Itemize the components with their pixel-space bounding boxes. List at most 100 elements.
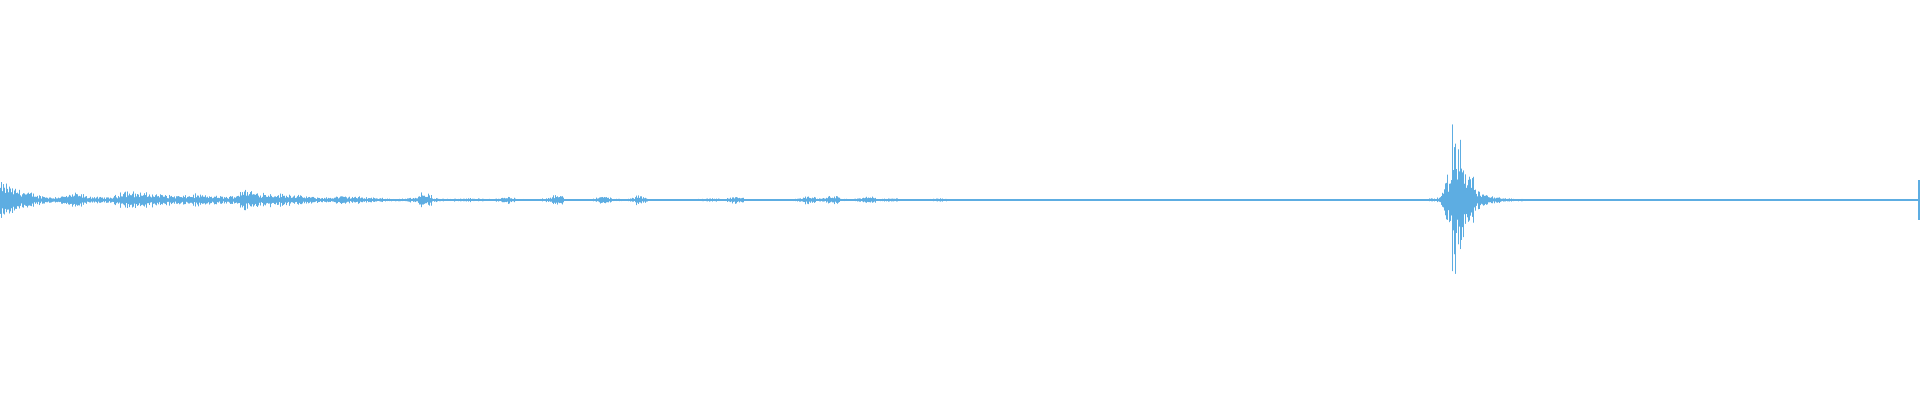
waveform-sample xyxy=(748,199,749,201)
waveform-sample xyxy=(1640,199,1641,201)
waveform-sample xyxy=(553,195,554,205)
waveform-sample xyxy=(537,199,538,201)
waveform-sample xyxy=(1571,199,1572,201)
waveform-sample xyxy=(1262,199,1263,201)
waveform-sample xyxy=(1799,199,1800,201)
waveform-sample xyxy=(1832,199,1833,201)
waveform-sample xyxy=(1499,197,1500,204)
waveform-sample xyxy=(1286,199,1287,201)
waveform-sample xyxy=(5,192,6,209)
waveform-sample xyxy=(1347,199,1348,201)
waveform-sample xyxy=(1027,199,1028,201)
waveform-sample xyxy=(1344,199,1345,201)
waveform-sample xyxy=(1380,199,1381,201)
waveform-sample xyxy=(365,198,366,202)
waveform-sample xyxy=(1338,199,1339,201)
waveform-sample xyxy=(148,196,149,204)
waveform-sample xyxy=(241,195,242,206)
waveform-sample xyxy=(1168,199,1169,201)
waveform-sample xyxy=(137,194,138,206)
waveform-sample xyxy=(1610,199,1611,201)
waveform-sample xyxy=(1312,199,1313,201)
waveform-sample xyxy=(1634,199,1635,201)
waveform-sample xyxy=(492,199,493,201)
waveform-sample xyxy=(467,199,468,201)
waveform-sample xyxy=(99,197,100,203)
waveform-sample xyxy=(254,194,255,206)
waveform-sample xyxy=(787,199,788,201)
waveform-sample xyxy=(1642,199,1643,201)
waveform-sample xyxy=(1055,199,1056,201)
waveform-sample xyxy=(1683,199,1684,201)
waveform-sample xyxy=(764,199,765,201)
waveform-sample xyxy=(68,196,69,205)
waveform-sample xyxy=(1749,199,1750,201)
waveform-sample xyxy=(159,197,160,203)
waveform-sample xyxy=(470,198,471,203)
waveform-sample xyxy=(691,199,692,201)
waveform-sample xyxy=(1477,196,1478,204)
waveform-sample xyxy=(404,199,405,201)
waveform-sample xyxy=(676,199,677,201)
waveform-sample xyxy=(1288,199,1289,201)
waveform-sample xyxy=(1735,199,1736,201)
waveform-sample xyxy=(257,193,258,207)
waveform-sample xyxy=(1645,199,1646,201)
waveform-sample xyxy=(953,199,954,201)
waveform-sample xyxy=(1081,199,1082,201)
waveform-sample xyxy=(481,199,482,201)
waveform-sample xyxy=(64,196,65,204)
waveform-sample xyxy=(707,198,708,202)
waveform-sample xyxy=(285,197,286,203)
waveform-sample xyxy=(277,195,278,205)
waveform-sample xyxy=(1535,199,1536,201)
waveform-sample xyxy=(1209,199,1210,201)
waveform-sample xyxy=(495,198,496,202)
waveform-sample xyxy=(701,199,702,202)
waveform-sample xyxy=(919,199,920,201)
waveform-sample xyxy=(194,198,195,203)
waveform-sample xyxy=(343,196,344,203)
waveform-sample xyxy=(779,199,780,201)
waveform-sample xyxy=(1847,199,1848,201)
waveform-sample xyxy=(239,196,240,203)
waveform-sample xyxy=(1716,199,1717,201)
waveform-sample xyxy=(1422,199,1423,201)
waveform-sample xyxy=(1574,199,1575,201)
waveform-sample xyxy=(1598,199,1599,201)
waveform-sample xyxy=(143,195,144,206)
waveform-sample xyxy=(1558,199,1559,201)
waveform-sample xyxy=(344,196,345,203)
waveform-sample xyxy=(1646,199,1647,201)
waveform-sample xyxy=(1877,199,1878,201)
waveform-sample xyxy=(1893,199,1894,201)
waveform-sample xyxy=(1390,199,1391,201)
waveform-sample xyxy=(1718,199,1719,201)
waveform-sample xyxy=(1473,176,1474,223)
waveform-sample xyxy=(713,199,714,201)
waveform-sample xyxy=(844,198,845,202)
waveform-sample xyxy=(1393,199,1394,201)
waveform-sample xyxy=(1122,199,1123,201)
waveform-sample xyxy=(478,198,479,202)
waveform-sample xyxy=(1629,199,1630,201)
waveform-sample xyxy=(1197,199,1198,201)
waveform-sample xyxy=(226,196,227,204)
waveform-sample xyxy=(1596,199,1597,201)
waveform-sample xyxy=(1206,199,1207,201)
waveform-sample xyxy=(1702,199,1703,201)
waveform-sample xyxy=(621,199,622,202)
waveform-sample xyxy=(866,196,867,203)
waveform-sample xyxy=(1850,199,1851,201)
waveform-sample xyxy=(865,197,866,203)
waveform-sample xyxy=(1218,199,1219,201)
waveform-sample xyxy=(451,199,452,201)
waveform-sample xyxy=(775,199,776,201)
waveform-sample xyxy=(1077,199,1078,201)
waveform-sample xyxy=(627,199,628,201)
waveform-sample xyxy=(321,198,322,203)
waveform-sample xyxy=(1806,199,1807,201)
waveform-sample xyxy=(832,197,833,203)
waveform-sample xyxy=(29,194,30,206)
waveform-sample xyxy=(1636,199,1637,201)
